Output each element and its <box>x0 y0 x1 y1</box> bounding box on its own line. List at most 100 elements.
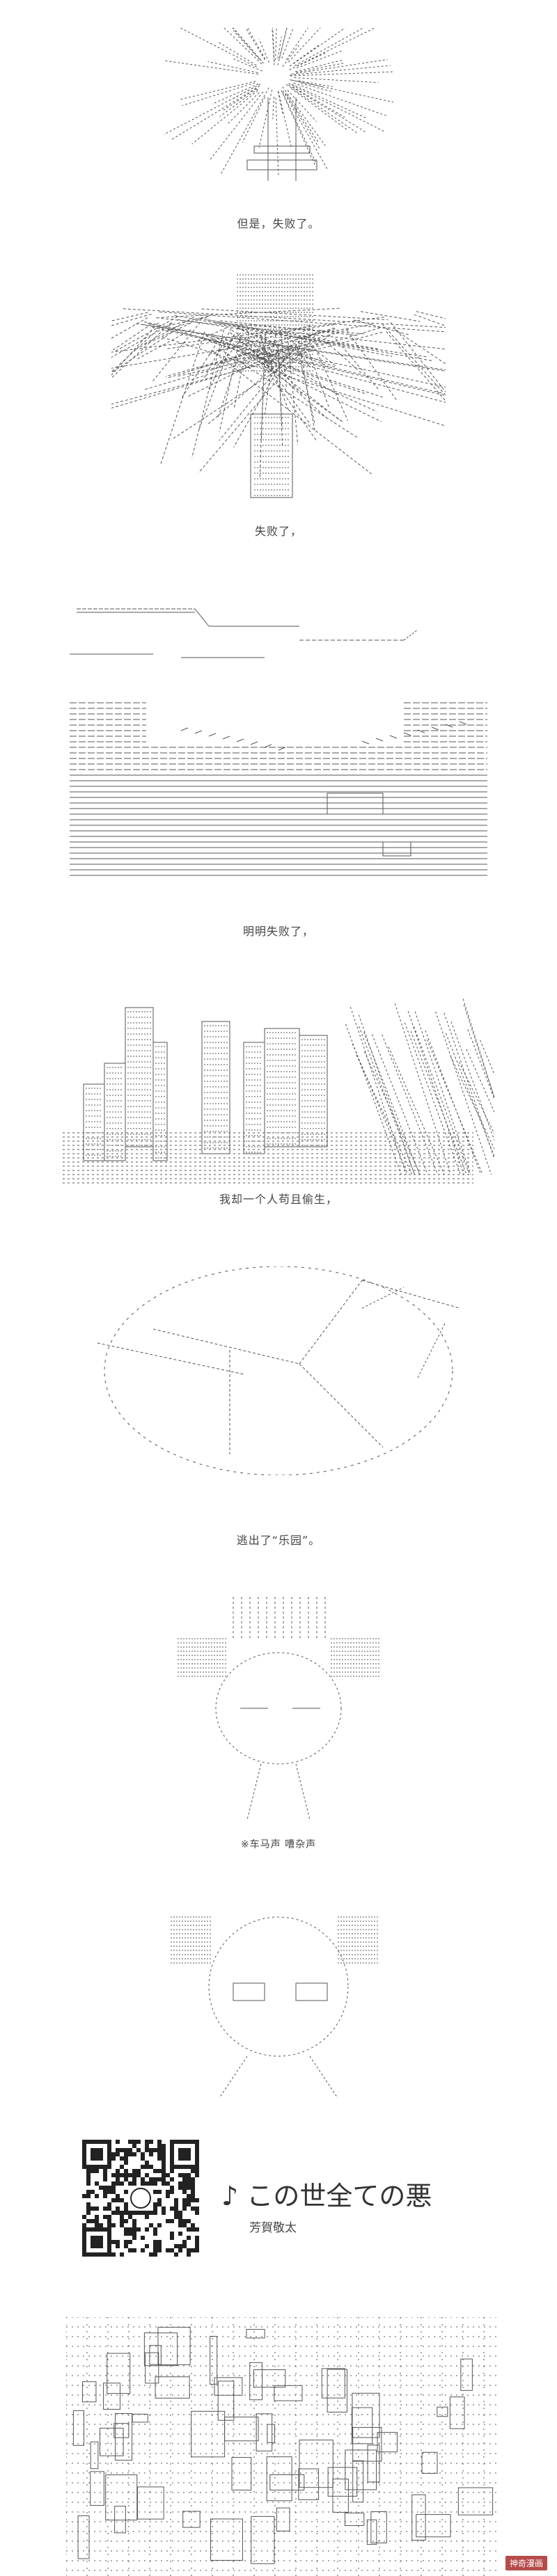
ascii-block <box>157 2248 162 2252</box>
ascii-block <box>157 2177 162 2181</box>
ascii-block <box>90 2441 99 2470</box>
ascii-block <box>120 2198 124 2202</box>
ascii-art-character-2 <box>171 1916 379 2099</box>
ascii-block <box>352 2460 364 2503</box>
ascii-stroke <box>463 1004 494 1099</box>
ascii-stroke <box>111 326 162 373</box>
ascii-block <box>116 2173 120 2177</box>
ascii-stroke <box>111 317 148 339</box>
ascii-block <box>120 2219 124 2223</box>
ascii-stroke <box>297 336 316 434</box>
ascii-block <box>195 2207 199 2211</box>
ascii-stroke <box>410 1031 467 1175</box>
ascii-block <box>124 2211 128 2215</box>
ascii-block <box>421 2451 438 2474</box>
ascii-stroke <box>191 339 320 381</box>
ascii-block <box>174 2202 178 2207</box>
ascii-block <box>86 2194 91 2198</box>
ascii-stroke <box>290 79 393 103</box>
ascii-block <box>191 2207 195 2211</box>
ascii-stroke <box>291 84 367 119</box>
ascii-block <box>178 2219 182 2223</box>
ascii-block <box>153 2190 157 2194</box>
ascii-block <box>145 2173 149 2177</box>
ascii-block <box>82 2223 86 2227</box>
ascii-block <box>153 2227 157 2232</box>
ascii-stroke <box>382 1034 439 1175</box>
ascii-block <box>187 2177 191 2181</box>
ascii-block <box>253 145 311 154</box>
ascii-block <box>149 2152 153 2156</box>
ascii-block <box>107 2207 111 2211</box>
ascii-block <box>145 2227 149 2232</box>
ascii-block <box>157 2327 191 2365</box>
ascii-stroke <box>187 329 322 397</box>
watermark-badge: 神奇漫画 <box>505 2556 547 2570</box>
ascii-block <box>145 2140 149 2144</box>
ascii-block <box>132 2413 148 2423</box>
ascii-stroke <box>207 61 258 73</box>
ascii-stroke <box>218 42 257 66</box>
ascii-block <box>95 2223 99 2227</box>
ascii-block <box>86 2211 91 2215</box>
ascii-block <box>191 2410 226 2458</box>
ascii-block <box>191 2186 195 2190</box>
ascii-block <box>132 2152 136 2156</box>
ascii-block <box>178 2215 182 2219</box>
ascii-block <box>128 2215 132 2219</box>
ascii-block <box>162 2181 166 2186</box>
ascii-stroke <box>288 83 385 132</box>
ascii-block <box>366 2519 377 2545</box>
ascii-stroke <box>233 30 260 60</box>
ascii-stroke <box>467 1029 494 1100</box>
ascii-block <box>370 2511 387 2543</box>
ascii-stroke <box>358 1015 415 1175</box>
ascii-block <box>132 2181 136 2186</box>
ascii-block <box>153 2248 157 2252</box>
caption-6: ※车马声 嘈杂声 <box>240 1839 317 1850</box>
ascii-block <box>182 2223 187 2227</box>
ascii-stroke <box>286 84 357 134</box>
ascii-stroke <box>317 352 349 421</box>
caption-3: 明明失败了， <box>242 925 314 938</box>
ascii-block <box>411 2494 426 2541</box>
ascii-block <box>120 2215 124 2219</box>
ascii-stroke <box>228 92 260 124</box>
ascii-block <box>132 2169 136 2173</box>
ascii-block <box>120 2148 124 2152</box>
ascii-stroke <box>293 28 346 64</box>
ascii-block <box>95 2181 99 2186</box>
ascii-stroke <box>221 87 269 174</box>
ascii-block <box>178 2244 182 2248</box>
ascii-block <box>153 2240 157 2244</box>
ascii-block <box>170 2219 174 2223</box>
ascii-stroke <box>196 342 317 369</box>
ascii-stroke <box>309 2056 338 2099</box>
ascii-stroke <box>294 347 311 368</box>
ascii-block <box>91 2190 95 2194</box>
ascii-block <box>149 2165 153 2169</box>
ascii-block <box>86 2202 91 2207</box>
ascii-block <box>201 1021 230 1154</box>
ascii-block <box>111 2173 116 2177</box>
ascii-block <box>124 2232 128 2236</box>
ascii-block <box>141 2211 145 2215</box>
ascii-block <box>124 2169 128 2173</box>
ascii-stroke <box>246 28 266 60</box>
ascii-block <box>116 2240 120 2244</box>
qr-logo <box>130 2188 151 2209</box>
ascii-block <box>132 2248 136 2252</box>
ascii-block <box>182 2198 187 2202</box>
ascii-block <box>132 2211 136 2215</box>
ascii-stroke <box>207 319 379 350</box>
ascii-block <box>91 2169 95 2173</box>
ascii-stroke <box>191 329 224 458</box>
ascii-block <box>145 2352 159 2384</box>
ascii-block <box>191 2227 195 2232</box>
ascii-stroke <box>173 335 331 439</box>
ascii-stroke <box>245 28 265 61</box>
ascii-stroke <box>236 738 244 742</box>
ascii-block <box>145 2215 149 2219</box>
ascii-block <box>145 2244 149 2248</box>
ascii-block <box>191 2181 195 2186</box>
